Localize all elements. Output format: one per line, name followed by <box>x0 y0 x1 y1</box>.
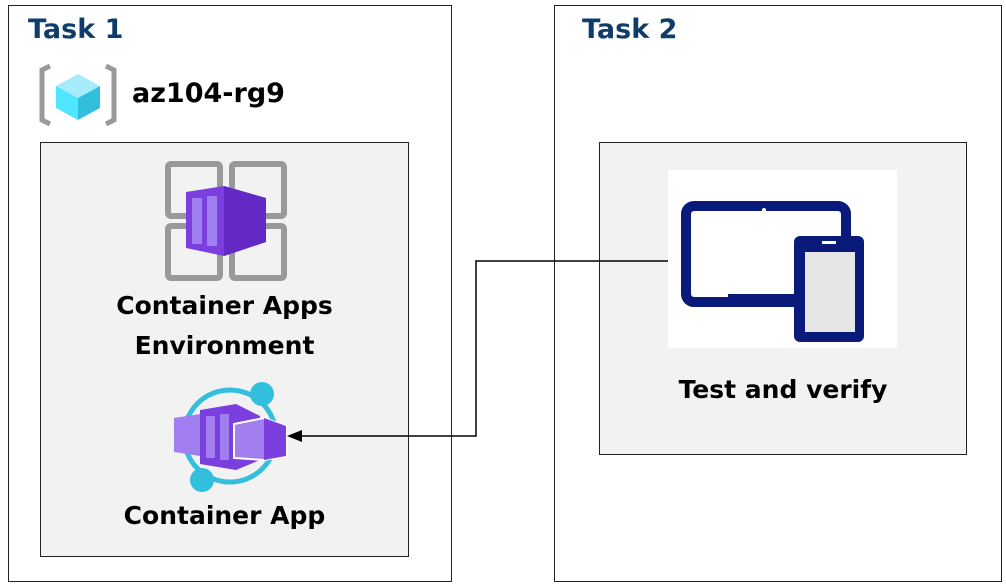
task1-title: Task 1 <box>28 14 124 45</box>
devices-icon <box>668 170 897 348</box>
task2-title: Task 2 <box>582 14 678 45</box>
task1-panel <box>8 5 452 582</box>
resource-group-icon <box>39 63 117 127</box>
container-app-label: Container App <box>123 501 326 530</box>
container-apps-environment-icon <box>165 161 287 281</box>
task2-panel <box>554 5 1002 582</box>
resource-group-name: az104-rg9 <box>132 78 285 109</box>
environment-label-line2: Environment <box>134 331 315 360</box>
container-apps-environment-label: Container Apps Environment <box>40 286 409 366</box>
test-label: Test and verify <box>678 375 888 404</box>
container-app-icon <box>174 382 287 492</box>
environment-label-line1: Container Apps <box>116 291 333 320</box>
